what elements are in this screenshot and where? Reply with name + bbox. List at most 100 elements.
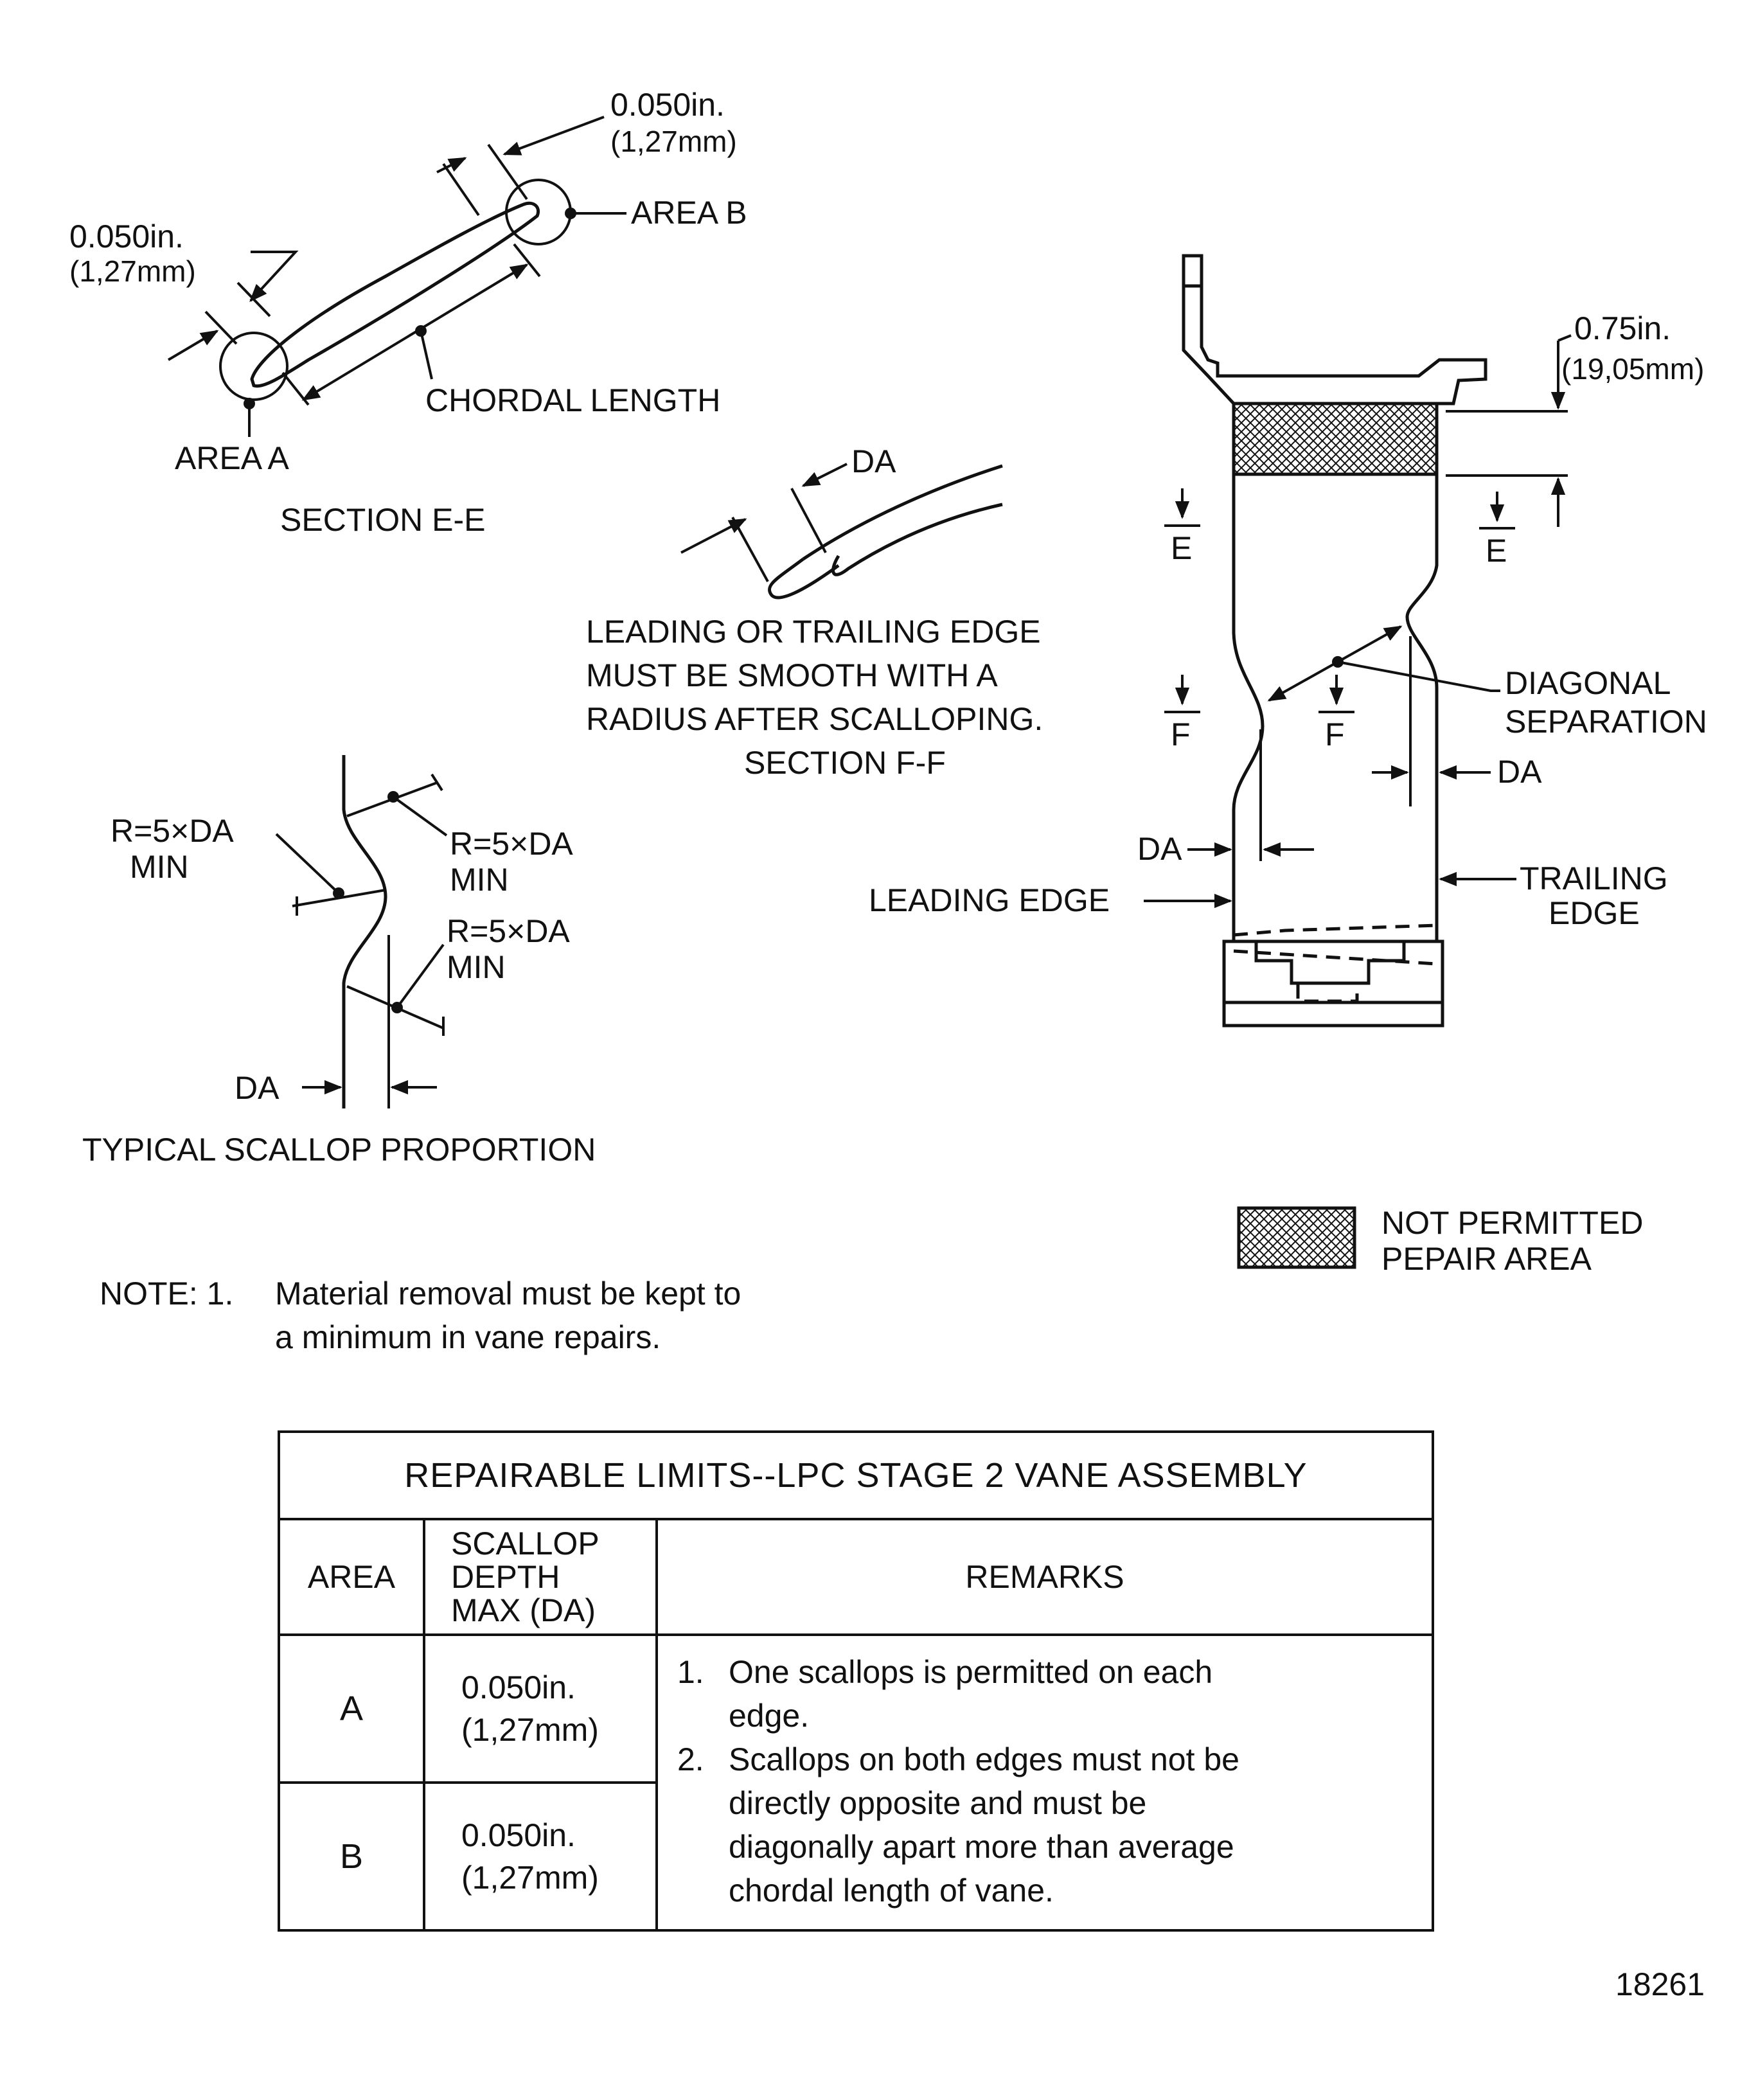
diagonal-label-2: SEPARATION [1505,704,1707,740]
note: NOTE: 1. Material removal must be kept t… [100,1276,741,1355]
remark-2-line-4: chordal length of vane. [729,1873,1054,1909]
dim-075-mm: (19,05mm) [1561,352,1704,386]
ff-note-line-2: MUST BE SMOOTH WITH A [586,657,998,693]
remark-2: 2. Scallops on both edges must not be di… [677,1738,1406,1912]
row-b-area: B [280,1784,425,1929]
ff-ext-2 [790,488,827,553]
row-a-depth: 0.050in. (1,27mm) [425,1636,658,1784]
dim-arrow-left-1 [167,330,219,361]
ff-ext-1 [731,517,769,582]
radius-min-1: MIN [450,862,509,898]
scallop-edge-ff [768,557,840,600]
row-b-depth-in: 0.050in. [461,1817,576,1853]
vane-outer-flange [1182,254,1487,405]
dim-ext-left-1 [204,310,238,345]
legend-label-2: PEPAIR AREA [1381,1241,1592,1277]
radius-label-3: R=5×DA [447,913,570,949]
cut-marker-e-left: E [1164,488,1200,566]
remarks-cell: 1. One scallops is permitted on each edg… [658,1636,1432,1929]
cut-marker-f-center: F [1318,675,1354,752]
remark-1-line-2: edge. [729,1698,810,1734]
chord-leader [420,330,433,380]
header-area: AREA [280,1520,425,1636]
ff-arrow-2 [801,463,848,487]
dim-top-mm: (1,27mm) [610,125,737,158]
not-permitted-band [1232,402,1439,476]
figure-number: 18261 [1615,1966,1705,2002]
header-depth-line-1: SCALLOP [451,1526,599,1562]
row-b-depth-mm: (1,27mm) [461,1860,599,1896]
remark-1-number: 1. [677,1654,704,1690]
header-remarks: REMARKS [658,1520,1432,1636]
header-depth-line-3: MAX (DA) [451,1592,596,1628]
radius-label-2: R=5×DA [111,813,234,849]
radius-label-1: R=5×DA [450,826,573,862]
dim-left-in: 0.050in. [69,218,184,254]
legend: NOT PERMITTED PEPAIR AREA [1237,1205,1643,1277]
dim-top-in: 0.050in. [610,87,725,123]
dim-075-leader [1558,334,1572,342]
remark-2-line-2: directly opposite and must be [729,1785,1147,1821]
vane-trailing-edge [1405,474,1439,941]
dim-arrow-top-2 [502,116,605,156]
diagonal-label-1: DIAGONAL [1505,665,1671,701]
area-a-circle [219,332,289,401]
inner-platform-dashed [1233,923,1437,966]
remark-1-line-1: One scallops is permitted on each [729,1654,1213,1690]
radius-min-2: MIN [130,849,189,885]
dim-arrow-left-2 [249,251,299,303]
airfoil-section-ff [802,464,1003,576]
radius-center-1 [431,773,443,792]
chord-dimension [301,263,529,401]
note-line-2: a minimum in vane repairs. [275,1319,661,1355]
row-a-area: A [280,1636,425,1784]
dim-ext-top-1 [442,163,480,217]
note-prefix: NOTE: 1. [100,1276,233,1312]
cut-marker-e-right: E [1479,492,1515,569]
base-dashed-slot [1296,981,1359,1003]
ff-da-label: DA [851,443,896,479]
row-a-depth-in: 0.050in. [461,1669,576,1705]
svg-text:F: F [1325,716,1345,752]
ff-note-line-3: RADIUS AFTER SCALLOPING. [586,701,1043,737]
header-depth-line-2: DEPTH [451,1559,560,1595]
scallop-da-label: DA [235,1070,280,1106]
table-title: REPAIRABLE LIMITS--LPC STAGE 2 VANE ASSE… [280,1433,1432,1520]
section-ff-title: SECTION F-F [744,745,946,781]
trailing-da-label: DA [1497,754,1542,790]
remark-2-number: 2. [677,1741,704,1777]
chord-ext-1 [513,243,541,278]
radius-leader-1 [392,796,448,837]
remark-2-line-1: Scallops on both edges must not be [729,1741,1239,1777]
repair-limits-table: REPAIRABLE LIMITS--LPC STAGE 2 VANE ASSE… [278,1430,1434,1932]
header-scallop-depth: SCALLOP DEPTH MAX (DA) [425,1520,658,1636]
area-b-label: AREA B [631,195,747,231]
section-ee: AREA B AREA A 0.050in. (1,27mm) 0.050in.… [69,87,747,538]
dim-left-mm: (1,27mm) [69,254,196,288]
radius-line-1 [346,781,438,817]
ff-note-line-1: LEADING OR TRAILING EDGE [586,614,1041,650]
ff-arrow-1 [680,518,747,554]
chordal-length-label: CHORDAL LENGTH [425,382,720,418]
radius-min-3: MIN [447,949,506,985]
typical-scallop: R=5×DA MIN R=5×DA MIN R=5×DA MIN DA TYPI… [82,755,596,1168]
radius-leader-2 [275,833,340,894]
section-ff: DA LEADING OR TRAILING EDGE MUST BE SMOO… [586,443,1043,781]
radius-leader-3 [396,943,445,1009]
trailing-edge-label-1: TRAILING [1520,860,1668,896]
airfoil-section-ee [250,201,540,388]
dim-ext-top-2 [487,143,528,200]
radius-line-3 [346,985,444,1029]
row-b-depth: 0.050in. (1,27mm) [425,1784,658,1929]
leading-edge-label: LEADING EDGE [869,882,1110,918]
dim-ext-left-2 [236,281,271,317]
section-ee-title: SECTION E-E [280,502,485,538]
note-line-1: Material removal must be kept to [275,1276,741,1312]
diagonal-leader [1337,661,1500,692]
remark-2-line-3: diagonally apart more than average [729,1829,1234,1865]
radius-line-2 [292,889,386,907]
area-a-label: AREA A [175,440,290,476]
trailing-edge-label-2: EDGE [1549,895,1640,931]
